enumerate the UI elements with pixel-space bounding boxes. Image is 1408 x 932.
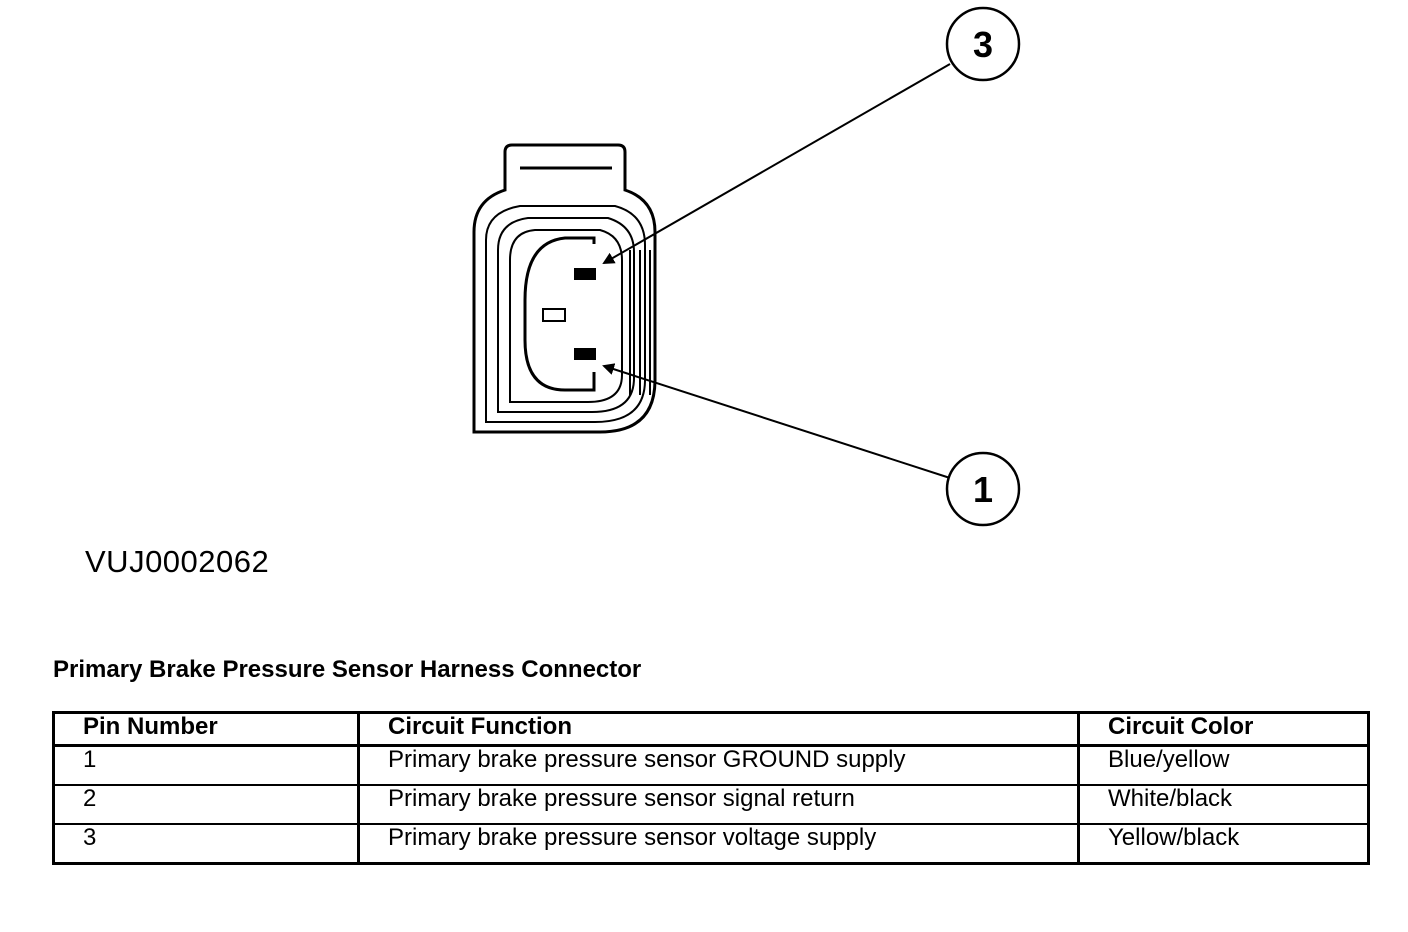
table-row: 3 Primary brake pressure sensor voltage … — [52, 824, 1370, 864]
leader-line-1 — [602, 363, 951, 479]
circuit-color-cell: White/black — [1077, 785, 1370, 825]
circuit-color-cell: Yellow/black — [1077, 824, 1370, 864]
header-pin-number: Pin Number — [52, 712, 360, 747]
pin-number-cell: 3 — [52, 824, 360, 864]
circuit-function-cell: Primary brake pressure sensor signal ret… — [357, 785, 1080, 825]
circuit-color-cell: Blue/yellow — [1077, 745, 1370, 786]
callout-3-label: 3 — [973, 24, 993, 65]
callout-1: 1 — [945, 451, 1021, 527]
circuit-function-cell: Primary brake pressure sensor voltage su… — [357, 824, 1080, 864]
pin-1-terminal — [574, 348, 596, 360]
callout-1-label: 1 — [973, 469, 993, 510]
connector-diagram: 3 1 — [472, 6, 1021, 527]
header-circuit-color: Circuit Color — [1077, 712, 1370, 747]
pin-table: Pin Number Circuit Function Circuit Colo… — [52, 711, 1370, 865]
table-row: 2 Primary brake pressure sensor signal r… — [52, 785, 1370, 825]
table-title: Primary Brake Pressure Sensor Harness Co… — [53, 656, 642, 683]
callout-3: 3 — [945, 6, 1021, 82]
circuit-function-cell: Primary brake pressure sensor GROUND sup… — [357, 745, 1080, 786]
leader-line-3 — [602, 63, 951, 264]
pin-3-terminal — [574, 268, 596, 280]
pin-number-cell: 2 — [52, 785, 360, 825]
figure-id: VUJ0002062 — [85, 544, 270, 579]
table-header-row: Pin Number Circuit Function Circuit Colo… — [52, 712, 1370, 747]
connector-body — [472, 143, 657, 434]
header-circuit-function: Circuit Function — [357, 712, 1080, 747]
pin-number-cell: 1 — [52, 745, 360, 786]
table-row: 1 Primary brake pressure sensor GROUND s… — [52, 745, 1370, 786]
